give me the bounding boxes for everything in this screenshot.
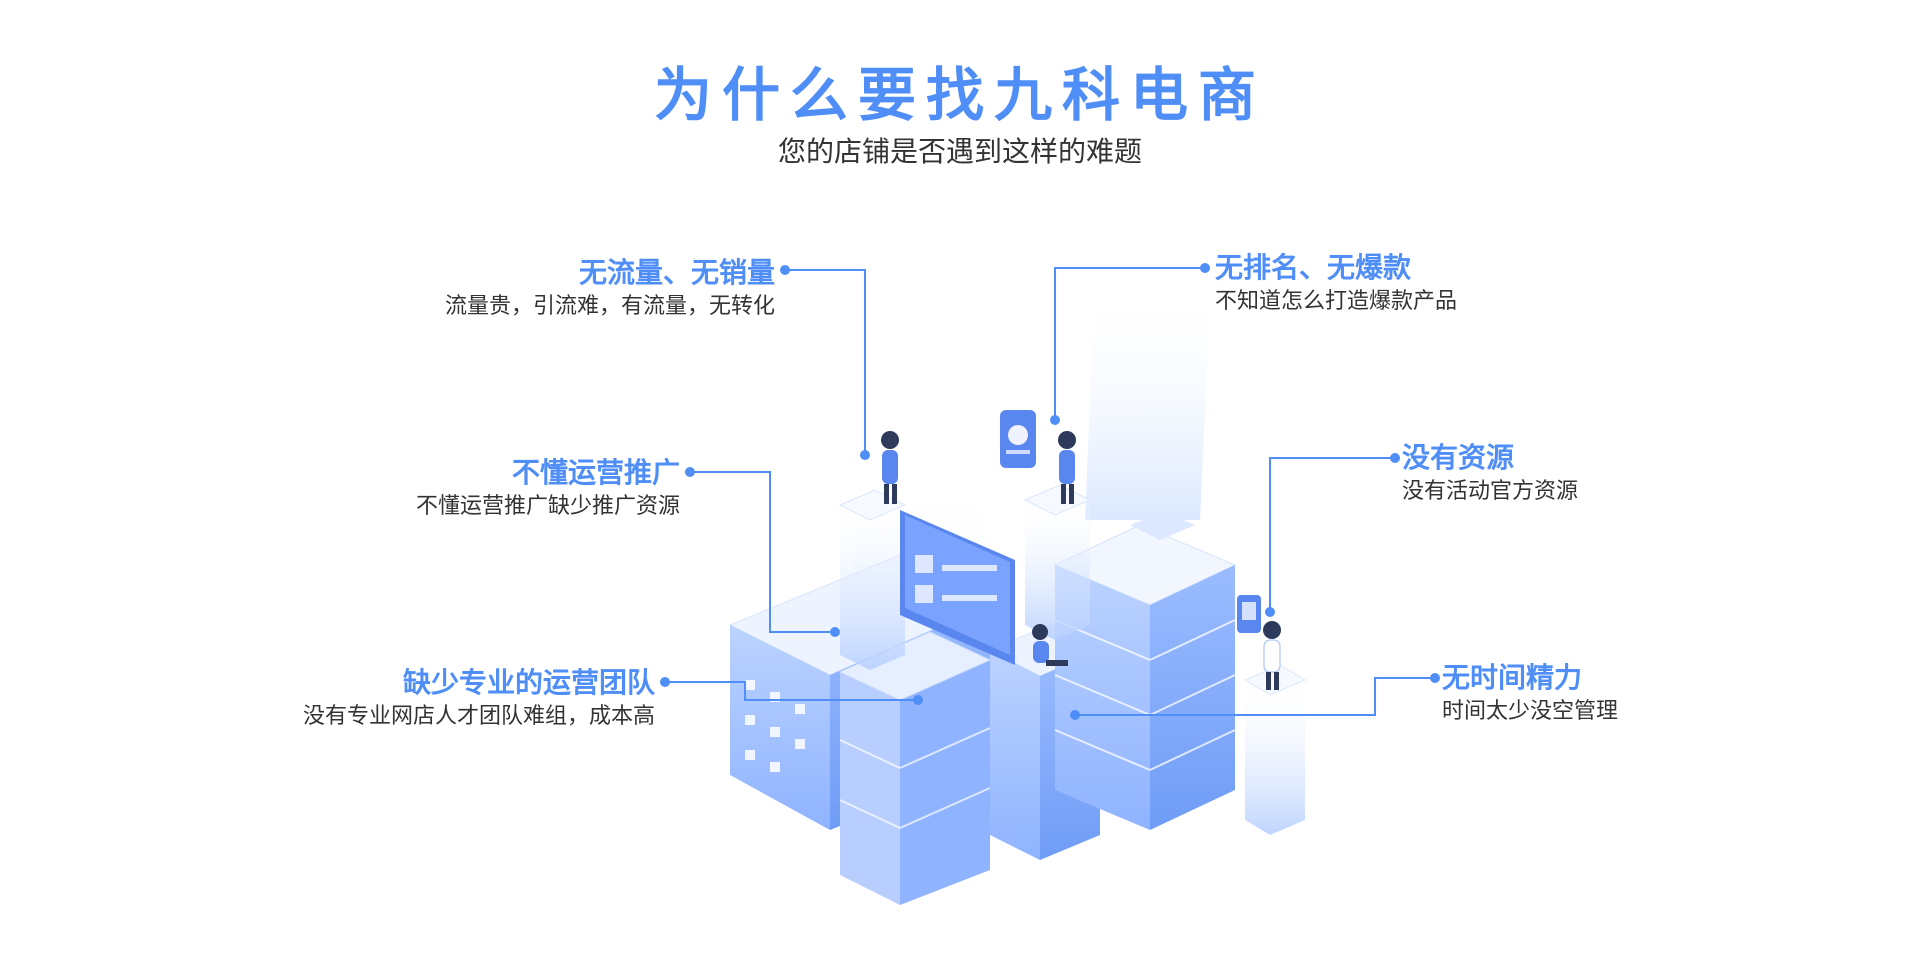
callout-time-desc: 时间太少没空管理 [1442, 699, 1619, 724]
callout-ranking: 无排名、无爆款 不知道怎么打造爆款产品 [1215, 250, 1575, 318]
callout-team-heading: 缺少专业的运营团队 [402, 666, 655, 699]
callout-traffic-desc: 流量贵，引流难，有流量，无转化 [444, 294, 775, 319]
dashboard-screen [900, 510, 1015, 665]
callout-team-desc: 没有专业网店人才团队难组，成本高 [302, 704, 655, 729]
floating-card-icon [1000, 410, 1036, 468]
right-building [1053, 512, 1237, 830]
page-title: 为什么要找九科电商 [653, 61, 1266, 129]
person-left [881, 431, 899, 504]
glass-tower-top [1023, 484, 1092, 640]
person-seated [1032, 624, 1068, 666]
floating-phone-icon [1237, 595, 1261, 633]
callout-resources: 没有资源 没有活动官方资源 [1402, 440, 1702, 508]
callout-resources-desc: 没有活动官方资源 [1402, 479, 1579, 504]
callout-ranking-desc: 不知道怎么打造爆款产品 [1215, 289, 1458, 314]
callout-promotion: 不懂运营推广 不懂运营推广缺少推广资源 [330, 455, 680, 523]
glass-pillar-left [838, 489, 907, 670]
page-subtitle: 您的店铺是否遇到这样的难题 [777, 135, 1142, 168]
connector-lines [660, 263, 1440, 720]
callout-resources-heading: 没有资源 [1402, 441, 1515, 474]
glass-pillar-right [1243, 664, 1307, 835]
light-beam [1085, 280, 1210, 520]
callout-team: 缺少专业的运营团队 没有专业网店人才团队难组，成本高 [250, 665, 655, 733]
callout-promotion-desc: 不懂运营推广缺少推广资源 [415, 494, 680, 519]
callout-traffic: 无流量、无销量 流量贵，引流难，有流量，无转化 [380, 255, 775, 323]
callout-ranking-heading: 无排名、无爆款 [1215, 251, 1412, 284]
callout-promotion-heading: 不懂运营推广 [511, 456, 680, 489]
callout-time-heading: 无时间精力 [1442, 661, 1583, 694]
person-middle [1058, 431, 1076, 504]
callout-traffic-heading: 无流量、无销量 [578, 256, 775, 289]
person-right [1263, 621, 1281, 690]
callout-time: 无时间精力 时间太少没空管理 [1442, 660, 1762, 728]
